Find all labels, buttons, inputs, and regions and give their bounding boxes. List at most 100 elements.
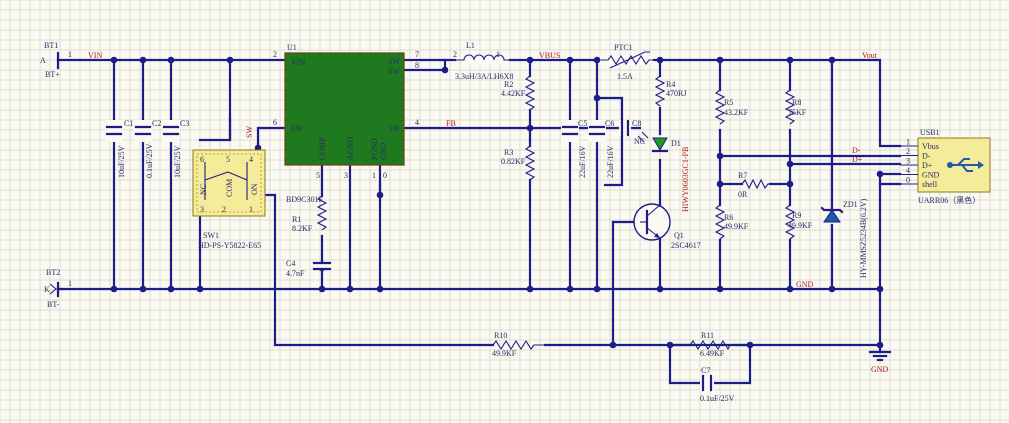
capacitor-c4[interactable]: C4 4.7nF (286, 259, 332, 278)
net-label-gnd: GND (796, 280, 814, 289)
usb1-pin-name: D- (922, 152, 931, 161)
c4-ref: C4 (286, 259, 295, 268)
inductor-l1[interactable]: 2 1 L1 3.3uH/3A/LH6X8 (453, 41, 513, 81)
u1-part: BD9C301F (286, 195, 323, 204)
c4-value: 4.7nF (286, 269, 305, 278)
r9-value: 49.9KF (788, 221, 813, 230)
u1-pin-agnd-label: AGND (346, 137, 355, 160)
resistor-r10[interactable]: R10 49.9KF (492, 331, 545, 358)
sw1-pin-5: 5 (226, 155, 230, 164)
resistor-r2[interactable]: R2 4.42KF (501, 75, 536, 111)
u1-pin-num-agnd: 3 (344, 171, 348, 180)
sw1-pin-2: 2 (222, 205, 226, 214)
resistor-r4[interactable]: R4 470RJ (654, 75, 686, 107)
junction-dot (786, 285, 794, 293)
capacitor-c2[interactable]: C2 0.1uF/25V (134, 119, 161, 178)
junction-dot (716, 180, 724, 188)
u1-pin-num-vin: 2 (273, 50, 277, 59)
q1-part: 2SC4617 (671, 241, 701, 250)
capacitor-c6[interactable]: C6 22uF/16V (588, 119, 615, 178)
resistor-r5[interactable]: R5 43.2KF (714, 89, 749, 125)
net-label-dminus: D- (852, 146, 861, 155)
c8-ref: C8 (632, 119, 641, 128)
capacitor-c8[interactable]: C8 NC (619, 119, 645, 146)
u1-pin-num-pgnd: 1 (372, 171, 376, 180)
junction-dot (716, 285, 724, 293)
r5-value: 43.2KF (724, 108, 749, 117)
u1-pin-num-sw1: 7 (415, 50, 419, 59)
zener-zd1[interactable]: ZD1 HY-MMSZ5234B(6.2V) (820, 198, 868, 278)
l1-pin-right: 1 (496, 50, 500, 59)
r10-value: 49.9KF (492, 349, 517, 358)
r1-value: 8.2KF (292, 224, 313, 233)
junction-dot (716, 152, 724, 160)
junction-dot (566, 285, 574, 293)
gnd-symbol-label: GND (871, 365, 889, 374)
junction-dot (828, 56, 836, 64)
junction-dot (746, 341, 754, 349)
resistor-r9[interactable]: R9 49.9KF (784, 204, 813, 240)
resistor-r11[interactable]: R11 6.49KF (689, 331, 735, 358)
usb1-pin-name: GND (922, 171, 940, 180)
capacitor-c3[interactable]: C3 10uF/25V (162, 119, 189, 178)
r9-ref: R9 (792, 211, 801, 220)
q1-ref: Q1 (674, 231, 684, 240)
r5-ref: R5 (724, 98, 733, 107)
junction-dot (876, 170, 884, 178)
u1-ref: U1 (287, 43, 297, 52)
capacitor-c7[interactable]: C7 0.1uF/25V (700, 366, 735, 403)
usb1-pin-number: 2 (906, 147, 910, 156)
junction-dot (786, 56, 794, 64)
resistor-r7[interactable]: R7 0R (738, 171, 770, 199)
r2-value: 4.42KF (501, 89, 526, 98)
ic-u1[interactable]: U1 VIN SW SW EN FB COMP AGND PGND GND 2 … (273, 43, 419, 204)
usb1-pin-name: Vbus (922, 142, 939, 151)
resistor-r1[interactable]: R1 8.2KF (292, 195, 328, 233)
c1-ref: C1 (124, 119, 133, 128)
net-label-vin: VIN (88, 51, 102, 60)
junction-dot (526, 56, 534, 64)
l1-pin-left: 2 (453, 50, 457, 59)
junction-dot (196, 285, 204, 293)
battery-bt1[interactable]: BT1 A 1 BT+ (40, 41, 72, 79)
resistor-r3[interactable]: R3 0.82KF (501, 145, 536, 181)
junction-dot (786, 160, 794, 168)
c8-value: NC (634, 137, 645, 146)
bt2-minus-label: BT- (47, 300, 59, 309)
junction-dot (876, 285, 884, 293)
junction-dot (167, 285, 175, 293)
usb1-pin-name: shell (922, 180, 938, 189)
u1-pin-sw1-label: SW (388, 57, 400, 66)
capacitor-c1[interactable]: C1 10uF/25V (105, 119, 133, 178)
ptc-ptc1[interactable]: PTC1 1.5A (600, 43, 653, 81)
usb-symbol-icon (947, 158, 984, 172)
switch-sw1[interactable]: 6 5 4 3 2 1 NC COM ON SW1 HD-PS-Y5822-E6… (192, 149, 266, 250)
junction-dot (566, 56, 574, 64)
usb1-pin-number: 0 (906, 176, 910, 185)
u1-pin-en-label: EN (291, 124, 302, 133)
sw1-pin-1: 1 (249, 205, 253, 214)
c6-ref: C6 (605, 119, 614, 128)
sw1-pin-3: 3 (200, 205, 204, 214)
c3-value: 10uF/25V (173, 145, 182, 178)
r4-value: 470RJ (666, 89, 686, 98)
junction-dot (593, 56, 601, 64)
net-label-fb: FB (446, 119, 456, 128)
junction-dot (110, 56, 118, 64)
capacitor-c5[interactable]: C5 22uF/16V (561, 119, 587, 178)
transistor-q1[interactable]: Q1 2SC4617 (633, 203, 701, 250)
junction-dot (167, 56, 175, 64)
resistor-r8[interactable]: R8 75KF (784, 89, 807, 125)
sw1-on-label: ON (250, 183, 259, 195)
net-label-vout: Vout (862, 51, 878, 60)
led-d1[interactable]: D1 HIWY0603GC1-PB (637, 131, 690, 212)
resistor-r6[interactable]: R6 49.9KF (714, 204, 749, 240)
u1-pin-vin-label: VIN (291, 58, 305, 67)
battery-bt2[interactable]: BT2 K 1 BT- (44, 268, 72, 309)
bt2-pin: 1 (68, 279, 72, 288)
bt1-pin: 1 (68, 50, 72, 59)
c2-ref: C2 (152, 119, 161, 128)
